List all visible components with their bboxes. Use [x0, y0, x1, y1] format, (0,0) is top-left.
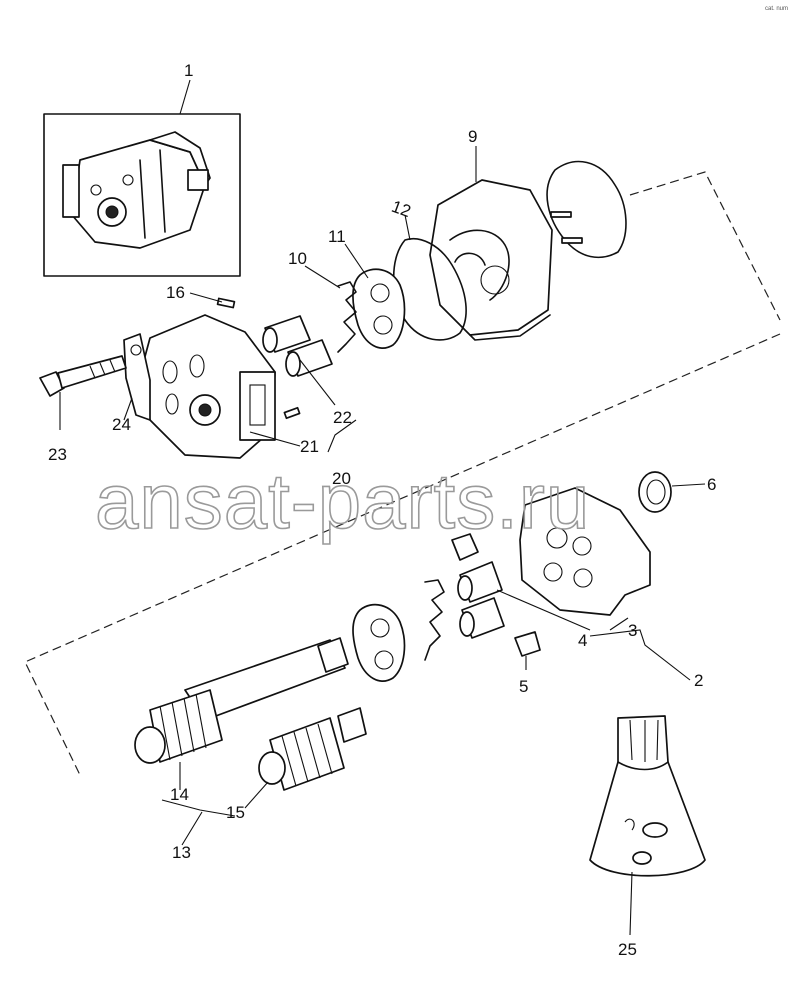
corner-mark: cat. num [765, 6, 788, 12]
body-seal-ring [546, 160, 627, 259]
callout-10: 10 [288, 249, 307, 268]
part-9-pump-body [429, 179, 553, 341]
callout-3: 3 [628, 621, 637, 640]
part-10-seal [337, 281, 357, 353]
callout-5: 5 [519, 677, 528, 696]
callout-2: 2 [694, 671, 703, 690]
part-23-bolt [39, 355, 127, 397]
callout-9: 9 [468, 127, 477, 146]
watermark: ansat-parts.ru [95, 457, 590, 545]
part-4-bushings [457, 561, 505, 639]
part-14-drive-gear-shaft [134, 637, 349, 764]
part-6-seal-ring [638, 471, 672, 513]
callout-22: 22 [333, 408, 352, 427]
callout-13: 13 [172, 843, 191, 862]
callout-4: 4 [578, 631, 587, 650]
part-22-bushings [262, 315, 333, 377]
callout-24: 24 [112, 415, 131, 434]
callout-11: 11 [328, 227, 346, 246]
callout-14: 14 [170, 785, 189, 804]
part-1-assembled-pump [43, 113, 241, 277]
callout-6: 6 [707, 475, 716, 494]
part-21-front-cover [139, 314, 276, 459]
callout-15: 15 [226, 803, 245, 822]
leader-lines [59, 79, 706, 936]
callout-25: 25 [618, 940, 637, 959]
callout-23: 23 [48, 445, 67, 464]
lower-seal [424, 579, 445, 661]
callout-20: 20 [332, 469, 351, 488]
lower-wear-plate [352, 603, 406, 682]
callout-21: 21 [300, 437, 319, 456]
callout-16: 16 [166, 283, 185, 302]
part-15-driven-gear [258, 707, 367, 791]
part-11-wear-plate [352, 268, 406, 349]
part-3-rear-cover [519, 487, 651, 616]
part-24-plate [123, 333, 151, 421]
callout-1: 1 [184, 61, 193, 80]
callout-12: 12 [389, 197, 413, 221]
part-25-parts-bag [589, 715, 706, 877]
assembly-boundary [24, 171, 781, 776]
part-5-bolts [451, 533, 541, 657]
